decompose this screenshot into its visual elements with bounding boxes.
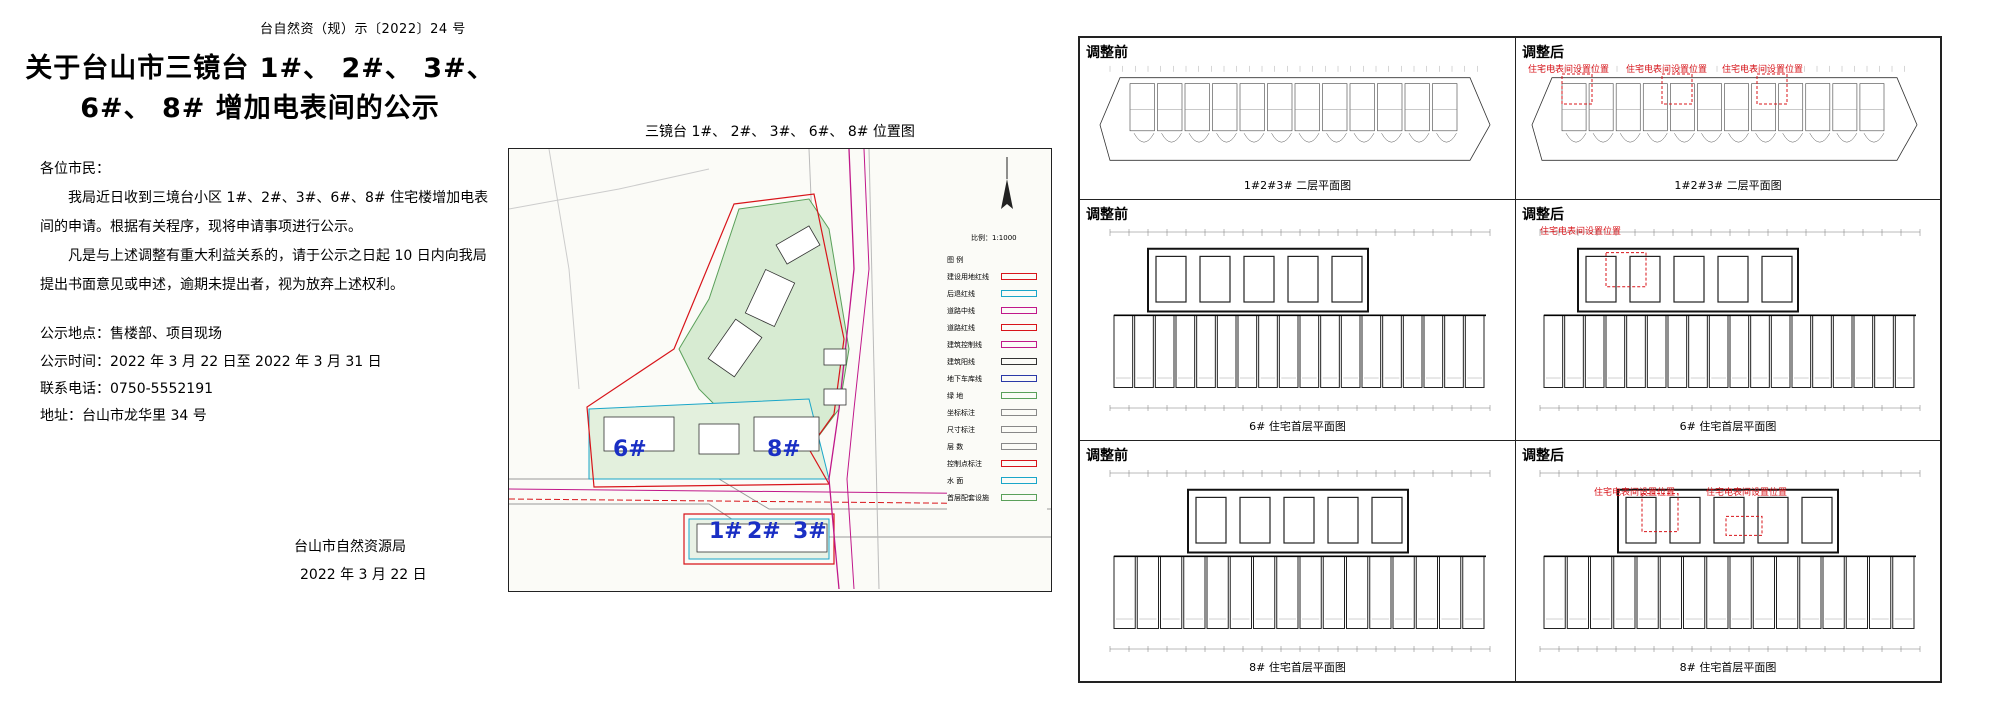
floor-plan-drawing <box>1109 229 1491 411</box>
site-plan-drawing <box>509 149 1051 590</box>
legend-text: 首层配套设施 <box>947 493 989 502</box>
legend-swatch <box>1001 494 1037 501</box>
legend-text: 坐标标注 <box>947 408 975 417</box>
legend-item: 水 面 <box>947 472 1047 489</box>
legend-item: 建筑控制线 <box>947 336 1047 353</box>
legend-item: 绿 地 <box>947 387 1047 404</box>
legend-swatch <box>1001 290 1037 297</box>
legend-text: 建筑阳线 <box>947 357 975 366</box>
plan-caption: 8# 住宅首层平面图 <box>1679 661 1777 674</box>
legend-swatch <box>1001 307 1037 314</box>
plan-caption: 1#2#3# 二层平面图 <box>1674 179 1782 192</box>
location-map-title: 三镜台 1#、 2#、 3#、 6#、 8# 位置图 <box>645 124 915 140</box>
legend-item: 道路中线 <box>947 302 1047 319</box>
legend-item: 后退红线 <box>947 285 1047 302</box>
map-legend: 图 例建设用地红线后退红线道路中线道路红线建筑控制线建筑阳线地下车库线绿 地坐标… <box>947 251 1047 506</box>
legend-swatch <box>1001 443 1037 450</box>
before-label: 调整前 <box>1086 448 1128 464</box>
legend-text: 道路中线 <box>947 306 975 315</box>
plan-before-6: 调整前 6# 住宅首层平面图 <box>1079 199 1516 441</box>
plan-before-1-2-3: 调整前 1#2#3# 二层平面图 <box>1079 37 1516 200</box>
legend-text: 图 例 <box>947 255 964 264</box>
plan-before-8: 调整前 8# 住宅首层平面图 <box>1079 440 1516 682</box>
building-2-label: 2# <box>747 519 781 544</box>
legend-item: 首层配套设施 <box>947 489 1047 506</box>
legend-swatch <box>1001 392 1037 399</box>
legend-item: 尺寸标注 <box>947 421 1047 438</box>
legend-item: 控制点标注 <box>947 455 1047 472</box>
legend-heading: 图 例 <box>947 251 1047 268</box>
legend-item: 建设用地红线 <box>947 268 1047 285</box>
legend-swatch <box>1001 341 1037 348</box>
after-label: 调整后 <box>1522 448 1564 464</box>
address: 地址：台山市龙华里 34 号 <box>40 408 207 424</box>
legend-text: 水 面 <box>947 476 964 485</box>
legend-swatch <box>1001 375 1037 382</box>
plan-caption: 6# 住宅首层平面图 <box>1249 420 1346 433</box>
legend-item: 坐标标注 <box>947 404 1047 421</box>
floor-plan-comparison-grid: 调整前 1#2#3# 二层平面图 调整后 住宅电表间设置位置 住宅电表间设置位置… <box>1078 36 1942 683</box>
plan-after-8: 调整后 住宅电表间设置位置 住宅电表间设置位置 8# 住宅首层平面图 <box>1515 440 1941 682</box>
notice-place: 公示地点：售楼部、项目现场 <box>40 326 222 342</box>
issuing-organization: 台山市自然资源局 <box>294 539 406 555</box>
meter-room-note: 住宅电表间设置位置 <box>1722 65 1804 75</box>
building-6-label: 6# <box>613 437 647 462</box>
meter-room-note: 住宅电表间设置位置 <box>1528 65 1610 75</box>
notice-title-line2: 6#、 8# 增加电表间的公示 <box>80 93 440 124</box>
legend-item: 建筑阳线 <box>947 353 1047 370</box>
floor-plan-drawing <box>1099 65 1491 161</box>
meter-room-note: 住宅电表间设置位置 <box>1706 488 1788 498</box>
notice-title-line1: 关于台山市三镜台 1#、 2#、 3#、 <box>25 53 495 84</box>
legend-text: 建设用地红线 <box>947 272 989 281</box>
legend-text: 建筑控制线 <box>947 340 982 349</box>
meter-room-note: 住宅电表间设置位置 <box>1540 227 1622 237</box>
floor-plan-drawing <box>1109 470 1491 652</box>
building-3-label: 3# <box>793 519 827 544</box>
body-paragraph-1: 我局近日收到三境台小区 1#、2#、3#、6#、8# 住宅楼增加电表间的申请。根… <box>40 190 489 235</box>
legend-text: 绿 地 <box>947 391 964 400</box>
notice-period: 公示时间：2022 年 3 月 22 日至 2022 年 3 月 31 日 <box>40 354 382 370</box>
before-label: 调整前 <box>1086 207 1128 223</box>
after-label: 调整后 <box>1522 45 1564 61</box>
body-paragraph-2: 凡是与上述调整有重大利益关系的，请于公示之日起 10 日内向我局提出书面意见或申… <box>40 248 487 293</box>
floor-plan-drawing <box>1539 470 1921 652</box>
legend-item: 道路红线 <box>947 319 1047 336</box>
meter-room-note: 住宅电表间设置位置 <box>1626 65 1708 75</box>
after-label: 调整后 <box>1522 207 1564 223</box>
before-label: 调整前 <box>1086 45 1128 61</box>
legend-text: 后退红线 <box>947 289 975 298</box>
greeting: 各位市民： <box>40 161 110 177</box>
document-number: 台自然资（规）示〔2022〕24 号 <box>260 22 466 37</box>
legend-swatch <box>1001 460 1037 467</box>
legend-text: 尺寸标注 <box>947 425 975 434</box>
legend-text: 道路红线 <box>947 323 975 332</box>
legend-swatch <box>1001 426 1037 433</box>
issue-date: 2022 年 3 月 22 日 <box>300 567 427 583</box>
building-1-label: 1# <box>709 519 743 544</box>
building-8-label: 8# <box>767 437 801 462</box>
floor-plan-drawing <box>1531 65 1918 161</box>
meter-room-note: 住宅电表间设置位置 <box>1594 488 1676 498</box>
legend-swatch <box>1001 477 1037 484</box>
contact-phone: 联系电话：0750-5552191 <box>40 381 214 397</box>
legend-item: 地下车库线 <box>947 370 1047 387</box>
plan-after-6: 调整后 住宅电表间设置位置 6# 住宅首层平面图 <box>1515 199 1941 441</box>
legend-swatch <box>1001 273 1037 280</box>
plan-caption: 6# 住宅首层平面图 <box>1679 420 1777 433</box>
legend-swatch <box>1001 324 1037 331</box>
plan-caption: 1#2#3# 二层平面图 <box>1243 179 1352 192</box>
legend-item: 层 数 <box>947 438 1047 455</box>
legend-text: 控制点标注 <box>947 459 982 468</box>
legend-text: 地下车库线 <box>947 374 982 383</box>
legend-text: 层 数 <box>947 442 964 451</box>
plan-caption: 8# 住宅首层平面图 <box>1249 661 1346 674</box>
floor-plan-drawing <box>1539 229 1921 411</box>
legend-swatch <box>1001 358 1037 365</box>
plan-after-1-2-3: 调整后 住宅电表间设置位置 住宅电表间设置位置 住宅电表间设置位置 1#2#3#… <box>1515 37 1941 200</box>
map-scale: 比例：1:1000 <box>971 234 1017 242</box>
legend-swatch <box>1001 409 1037 416</box>
location-map: 比例：1:1000 图 例建设用地红线后退红线道路中线道路红线建筑控制线建筑阳线… <box>508 148 1052 592</box>
